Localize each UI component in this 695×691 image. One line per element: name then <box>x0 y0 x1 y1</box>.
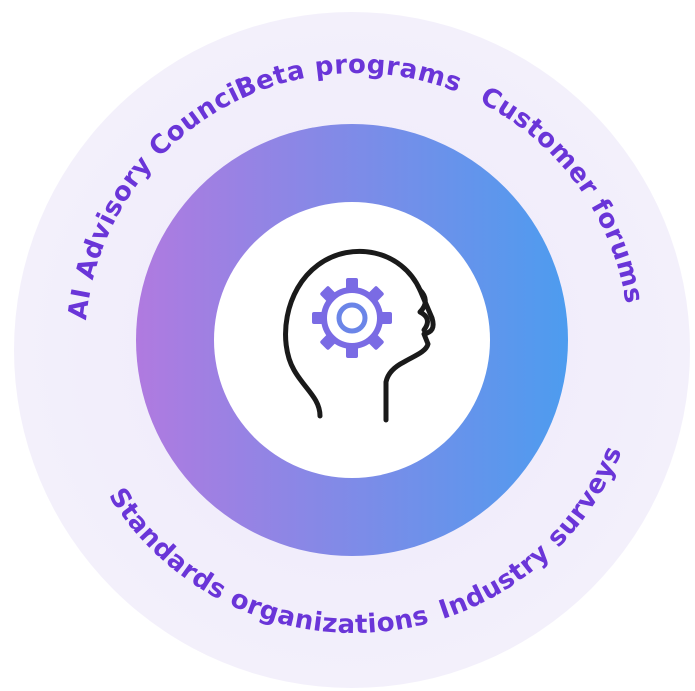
gear-icon <box>312 278 392 358</box>
center-circle <box>214 202 490 478</box>
head-with-gear-icon <box>283 248 436 423</box>
